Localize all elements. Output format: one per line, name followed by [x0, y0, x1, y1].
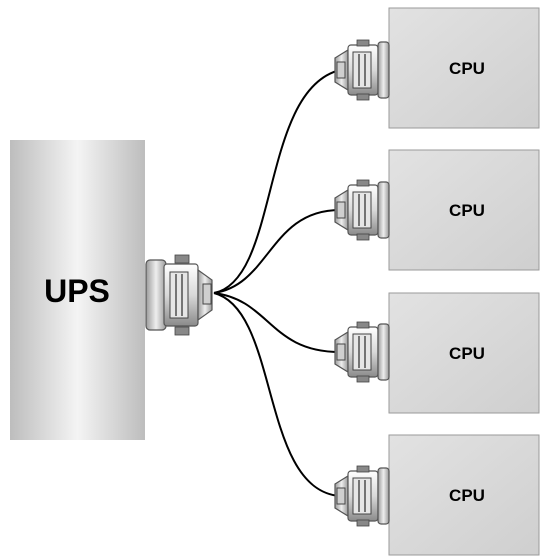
- cpu-unit-2: CPU: [334, 149, 540, 271]
- ups-label: UPS: [44, 273, 110, 309]
- cpu-connector: [334, 465, 390, 527]
- cpu-label: CPU: [449, 201, 485, 220]
- cpu-label: CPU: [449, 486, 485, 505]
- cpu-label: CPU: [449, 59, 485, 78]
- cable-1: [213, 69, 341, 294]
- cpu-box: [388, 292, 540, 414]
- ups-connector: [145, 254, 213, 336]
- cpu-box: [388, 149, 540, 271]
- cpu-connector: [334, 179, 390, 241]
- cable-4: [213, 292, 341, 497]
- cable-3: [213, 292, 341, 353]
- cables: [213, 69, 341, 497]
- cpu-box: [388, 434, 540, 556]
- cpu-connector: [334, 39, 390, 101]
- cpu-connector: [334, 321, 390, 383]
- cpu-unit-4: CPU: [334, 434, 540, 556]
- cable-2: [213, 209, 341, 294]
- cpu-label: CPU: [449, 344, 485, 363]
- ups-box: [10, 140, 145, 440]
- cpu-unit-1: CPU: [334, 7, 540, 129]
- cpu-unit-3: CPU: [334, 292, 540, 414]
